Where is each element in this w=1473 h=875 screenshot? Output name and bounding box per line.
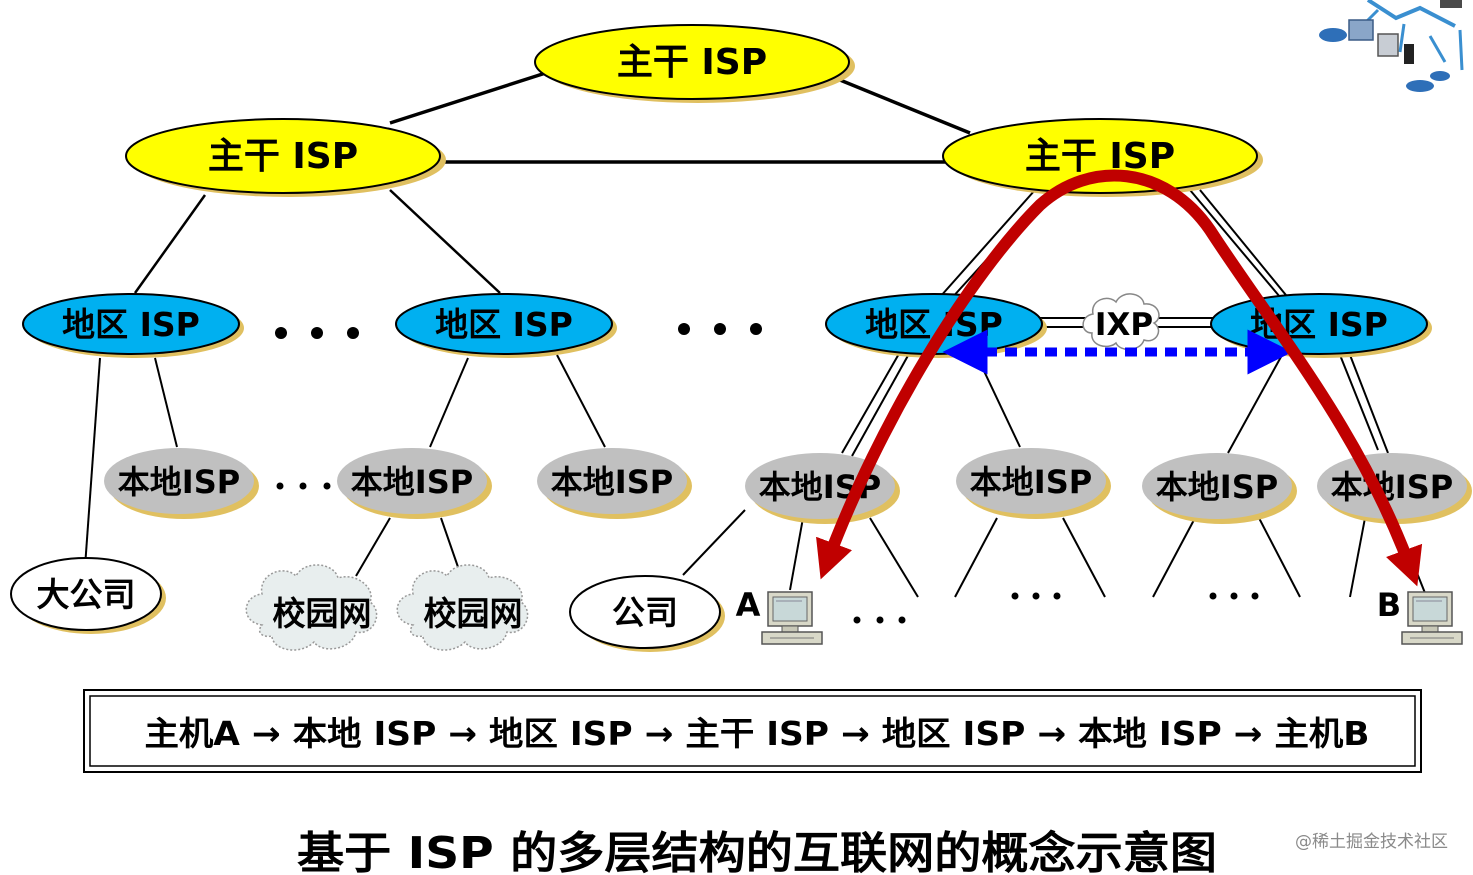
backbone-isp: 主干 ISP	[126, 119, 446, 197]
regional-isp-label: 地区 ISP	[435, 305, 573, 344]
path-description-box: 主机A → 本地 ISP → 地区 ISP → 主干 ISP → 地区 ISP …	[84, 690, 1421, 772]
ixp-cloud: IXP	[1083, 294, 1159, 349]
host-a: A	[736, 586, 822, 644]
path-description-text: 主机A → 本地 ISP → 地区 ISP → 主干 ISP → 地区 ISP …	[145, 714, 1370, 753]
backbone-isp: 主干 ISP	[943, 119, 1263, 197]
regional-isp: 地区 ISP	[1211, 294, 1432, 358]
local-isp: 本地ISP	[956, 448, 1111, 519]
local-isp-label: 本地ISP	[1331, 468, 1453, 506]
local-isp-label: 本地ISP	[118, 463, 240, 501]
host-b: B	[1377, 586, 1462, 644]
local-isp: 本地ISP	[1317, 453, 1472, 524]
watermark: @稀土掘金技术社区	[1295, 832, 1448, 852]
backbone-link	[390, 70, 555, 123]
local-isp: 本地ISP	[1142, 453, 1297, 524]
customer-label: 校园网	[424, 594, 523, 633]
desktop-computer-icon	[762, 592, 822, 644]
customer-company: 公司	[570, 576, 725, 652]
backbone-isp-label: 主干 ISP	[208, 136, 358, 177]
local-isp-label: 本地ISP	[551, 463, 673, 501]
regional-isp: 地区 ISP	[23, 294, 244, 358]
host-b-label: B	[1377, 586, 1401, 624]
customer-label: 校园网	[273, 594, 372, 633]
backbone-link	[840, 80, 970, 133]
ixp-label: IXP	[1095, 307, 1153, 343]
regional-isp: 地区 ISP	[396, 294, 617, 358]
customer-campus-network: 校园网	[397, 565, 527, 650]
local-isp-label: 本地ISP	[970, 463, 1092, 501]
network-topology-icon	[1319, 0, 1462, 92]
desktop-computer-icon	[1402, 592, 1462, 644]
customer-label: 公司	[612, 593, 678, 632]
path-arrow-a-to-b	[826, 175, 1412, 572]
local-isp: 本地ISP	[745, 453, 900, 524]
host-a-label: A	[736, 586, 761, 624]
regional-isp-label: 地区 ISP	[62, 305, 200, 344]
local-isp-label: 本地ISP	[351, 463, 473, 501]
backbone-isp-label: 主干 ISP	[617, 42, 767, 83]
customer-campus-network: 校园网	[246, 565, 376, 650]
local-isp: 本地ISP	[537, 448, 692, 519]
diagram-caption: 基于 ISP 的多层结构的互联网的概念示意图	[297, 828, 1217, 875]
customer-label: 大公司	[37, 575, 136, 614]
customer-large-company: 大公司	[11, 558, 166, 634]
backbone-isp: 主干 ISP	[535, 25, 855, 103]
local-isp-label: 本地ISP	[1156, 468, 1278, 506]
local-isp: 本地ISP	[337, 448, 492, 519]
local-isp: 本地ISP	[104, 448, 259, 519]
